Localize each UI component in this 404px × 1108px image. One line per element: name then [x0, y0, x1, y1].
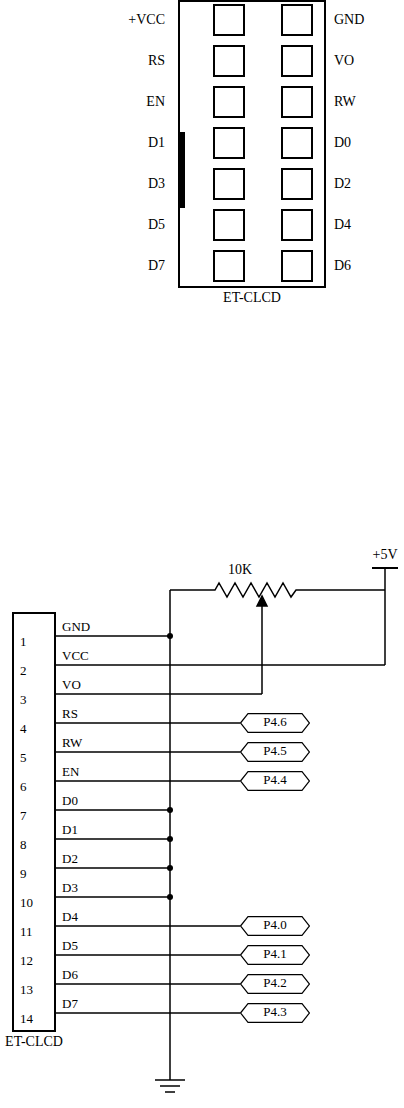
pin-label: RS — [148, 53, 165, 69]
signal-name: VO — [62, 677, 81, 693]
port-flag: P4.2 — [240, 974, 310, 994]
pin-wires — [56, 636, 385, 897]
port-name: P4.2 — [240, 975, 310, 991]
port-flag: P4.0 — [240, 916, 310, 936]
port-name: P4.6 — [240, 714, 310, 730]
pin-label: RW — [334, 94, 356, 110]
part-name: ET-CLCD — [5, 1034, 63, 1050]
pin-label: D4 — [334, 217, 351, 233]
signal-wire — [56, 955, 240, 956]
pin-label: D5 — [148, 217, 165, 233]
port-flag: P4.5 — [240, 742, 310, 762]
pin-label: D7 — [148, 258, 165, 274]
pin-number: 4 — [20, 721, 27, 737]
lcd-module-outline: ET-CLCD — [178, 0, 326, 288]
potentiometer-symbol — [170, 583, 385, 694]
signal-name: RS — [62, 706, 78, 722]
signal-name: D1 — [62, 822, 78, 838]
port-flag: P4.6 — [240, 713, 310, 733]
junction-dots — [167, 633, 173, 900]
connector-box: ET-CLCD — [12, 612, 56, 1032]
pin-number: 9 — [20, 866, 27, 882]
pin-label: VO — [334, 53, 354, 69]
pin-label: D6 — [334, 258, 351, 274]
pin-number: 8 — [20, 837, 27, 853]
value-label: 10K — [228, 562, 252, 578]
ground-symbol — [155, 1080, 185, 1092]
lcd-pads — [214, 5, 312, 281]
signal-name: D7 — [62, 996, 78, 1012]
pin-number: 11 — [20, 924, 33, 940]
port-flag: P4.4 — [240, 771, 310, 791]
port-flag: P4.3 — [240, 1003, 310, 1023]
supply-symbol — [372, 568, 398, 665]
supply-label: +5V — [372, 547, 397, 563]
pin-number: 3 — [20, 692, 27, 708]
signal-name: D3 — [62, 880, 78, 896]
port-name: P4.1 — [240, 946, 310, 962]
pin-number: 1 — [20, 634, 27, 650]
signal-name: RW — [62, 735, 82, 751]
signal-wire — [56, 723, 240, 724]
pin-label: EN — [146, 94, 165, 110]
port-name: P4.5 — [240, 743, 310, 759]
signal-name: VCC — [62, 648, 89, 664]
pin-number: 2 — [20, 663, 27, 679]
signal-name: D4 — [62, 909, 78, 925]
signal-wire — [56, 781, 240, 782]
pin-number: 6 — [20, 779, 27, 795]
pin-number: 7 — [20, 808, 27, 824]
port-name: P4.0 — [240, 917, 310, 933]
signal-name: GND — [62, 619, 90, 635]
signal-name: EN — [62, 764, 79, 780]
signal-wire — [56, 752, 240, 753]
pin-number: 14 — [20, 1011, 33, 1027]
pin-label: D2 — [334, 176, 351, 192]
pin-number: 5 — [20, 750, 27, 766]
signal-name: D6 — [62, 967, 78, 983]
signal-name: D2 — [62, 851, 78, 867]
signal-wire — [56, 926, 240, 927]
pin-label: D1 — [148, 135, 165, 151]
signal-wire — [56, 1013, 240, 1014]
pin-label: D0 — [334, 135, 351, 151]
pin-number: 13 — [20, 982, 33, 998]
pin-number: 12 — [20, 953, 33, 969]
pin-number: 10 — [20, 895, 33, 911]
part-name: ET-CLCD — [223, 290, 281, 306]
pin-label: +VCC — [128, 12, 165, 28]
port-name: P4.4 — [240, 772, 310, 788]
signal-name: D0 — [62, 793, 78, 809]
ground-rail — [169, 590, 171, 1080]
signal-name: D5 — [62, 938, 78, 954]
pin-label: D3 — [148, 176, 165, 192]
port-name: P4.3 — [240, 1004, 310, 1020]
pin-label: GND — [334, 12, 364, 28]
signal-wire — [56, 984, 240, 985]
port-flag: P4.1 — [240, 945, 310, 965]
